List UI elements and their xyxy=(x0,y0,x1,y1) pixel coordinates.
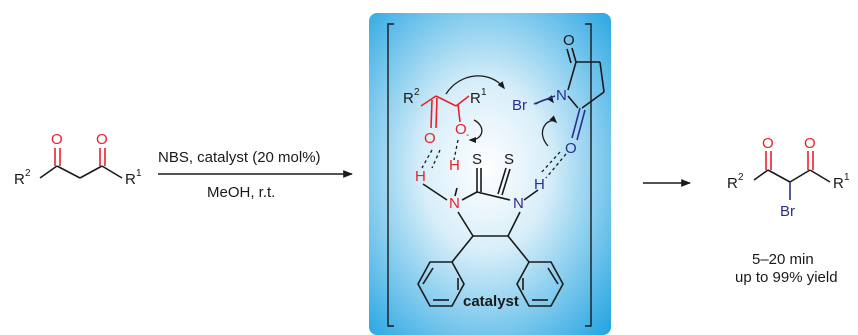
thiourea-bonds xyxy=(422,167,539,237)
reactant-skeleton-bonds xyxy=(39,165,123,179)
enolate-negative-charge: - xyxy=(466,130,469,141)
product-oxygen-right: O xyxy=(804,135,816,152)
reactant-oxygen-right: O xyxy=(96,131,108,148)
thiourea-nitrogen-right: N xyxy=(513,195,524,212)
hbond-hydrogen-right: H xyxy=(534,176,545,193)
succinimide-oxygen-top: O xyxy=(563,32,575,49)
reactant-r2-label: R xyxy=(14,171,25,188)
phenyl-ring-right xyxy=(507,235,564,307)
nbs-bromine: Br xyxy=(512,97,527,114)
reactant-oxygen-left: O xyxy=(51,131,63,148)
product-r2-label: R xyxy=(727,175,738,192)
conditions-above: NBS, catalyst (20 mol%) xyxy=(158,149,321,166)
product-yield: up to 99% yield xyxy=(735,269,838,286)
catalyst-box-background xyxy=(369,13,611,335)
reactant-r1-superscript: 1 xyxy=(136,168,142,179)
conditions-below: MeOH, r.t. xyxy=(207,184,275,201)
enolate-oxygen-anion: O xyxy=(455,121,467,138)
bracket-right xyxy=(585,23,592,327)
product-carbonyl-bonds xyxy=(765,151,814,170)
enolate-r2-superscript: 2 xyxy=(414,87,420,98)
reaction-arrow-group: NBS, catalyst (20 mol%) MeOH, r.t. xyxy=(158,149,353,201)
thiourea-sulfur-left: S xyxy=(472,151,482,168)
reactant-carbonyl-bonds xyxy=(54,148,106,166)
catalyst-label: catalyst xyxy=(463,293,519,310)
hydrogen-bond-dashes xyxy=(421,139,567,179)
product-r1-superscript: 1 xyxy=(844,172,850,183)
reactant-r1-label: R xyxy=(125,171,136,188)
enolate-r1-superscript: 1 xyxy=(481,87,487,98)
succinimide-carbonyl-blue xyxy=(571,107,586,141)
enolate-oxygen-carbonyl: O xyxy=(424,130,436,147)
catalyst-transition-state: R 2 R 1 O O - Br N O O xyxy=(369,13,611,335)
curly-arrow-oxygen xyxy=(468,119,483,144)
curly-arrow-carbonyl-flip xyxy=(541,115,558,147)
product-r1-label: R xyxy=(833,175,844,192)
nbs-nitrogen: N xyxy=(556,87,567,104)
nbs-br-n-bond xyxy=(533,95,556,105)
product-oxygen-left: O xyxy=(762,135,774,152)
thiourea-sulfur-right: S xyxy=(504,151,514,168)
thiourea-nitrogen-left: N xyxy=(449,195,460,212)
product-reaction-time: 5–20 min xyxy=(752,251,814,268)
reactant-r2-superscript: 2 xyxy=(25,168,31,179)
hbond-hydrogen-middle: H xyxy=(449,157,460,174)
product-r2-superscript: 2 xyxy=(738,172,744,183)
hbond-hydrogen-left: H xyxy=(415,168,426,185)
phenyl-ring-left xyxy=(417,235,474,307)
succinimide-ring xyxy=(566,47,605,109)
bracket-left xyxy=(387,23,394,327)
enolate-r1-label: R xyxy=(470,90,481,107)
reactant-structure: O O R 2 R 1 xyxy=(14,131,142,188)
enolate-bonds xyxy=(420,95,470,129)
succinimide-oxygen-bottom: O xyxy=(565,140,577,157)
product-bromine: Br xyxy=(780,203,795,220)
enolate-r2-label: R xyxy=(403,90,414,107)
product-skeleton-bonds xyxy=(753,169,831,183)
product-structure: O O Br R 2 R 1 5–20 min up to 99% yield xyxy=(727,135,850,286)
curly-arrow-enolate-to-br xyxy=(445,75,505,95)
